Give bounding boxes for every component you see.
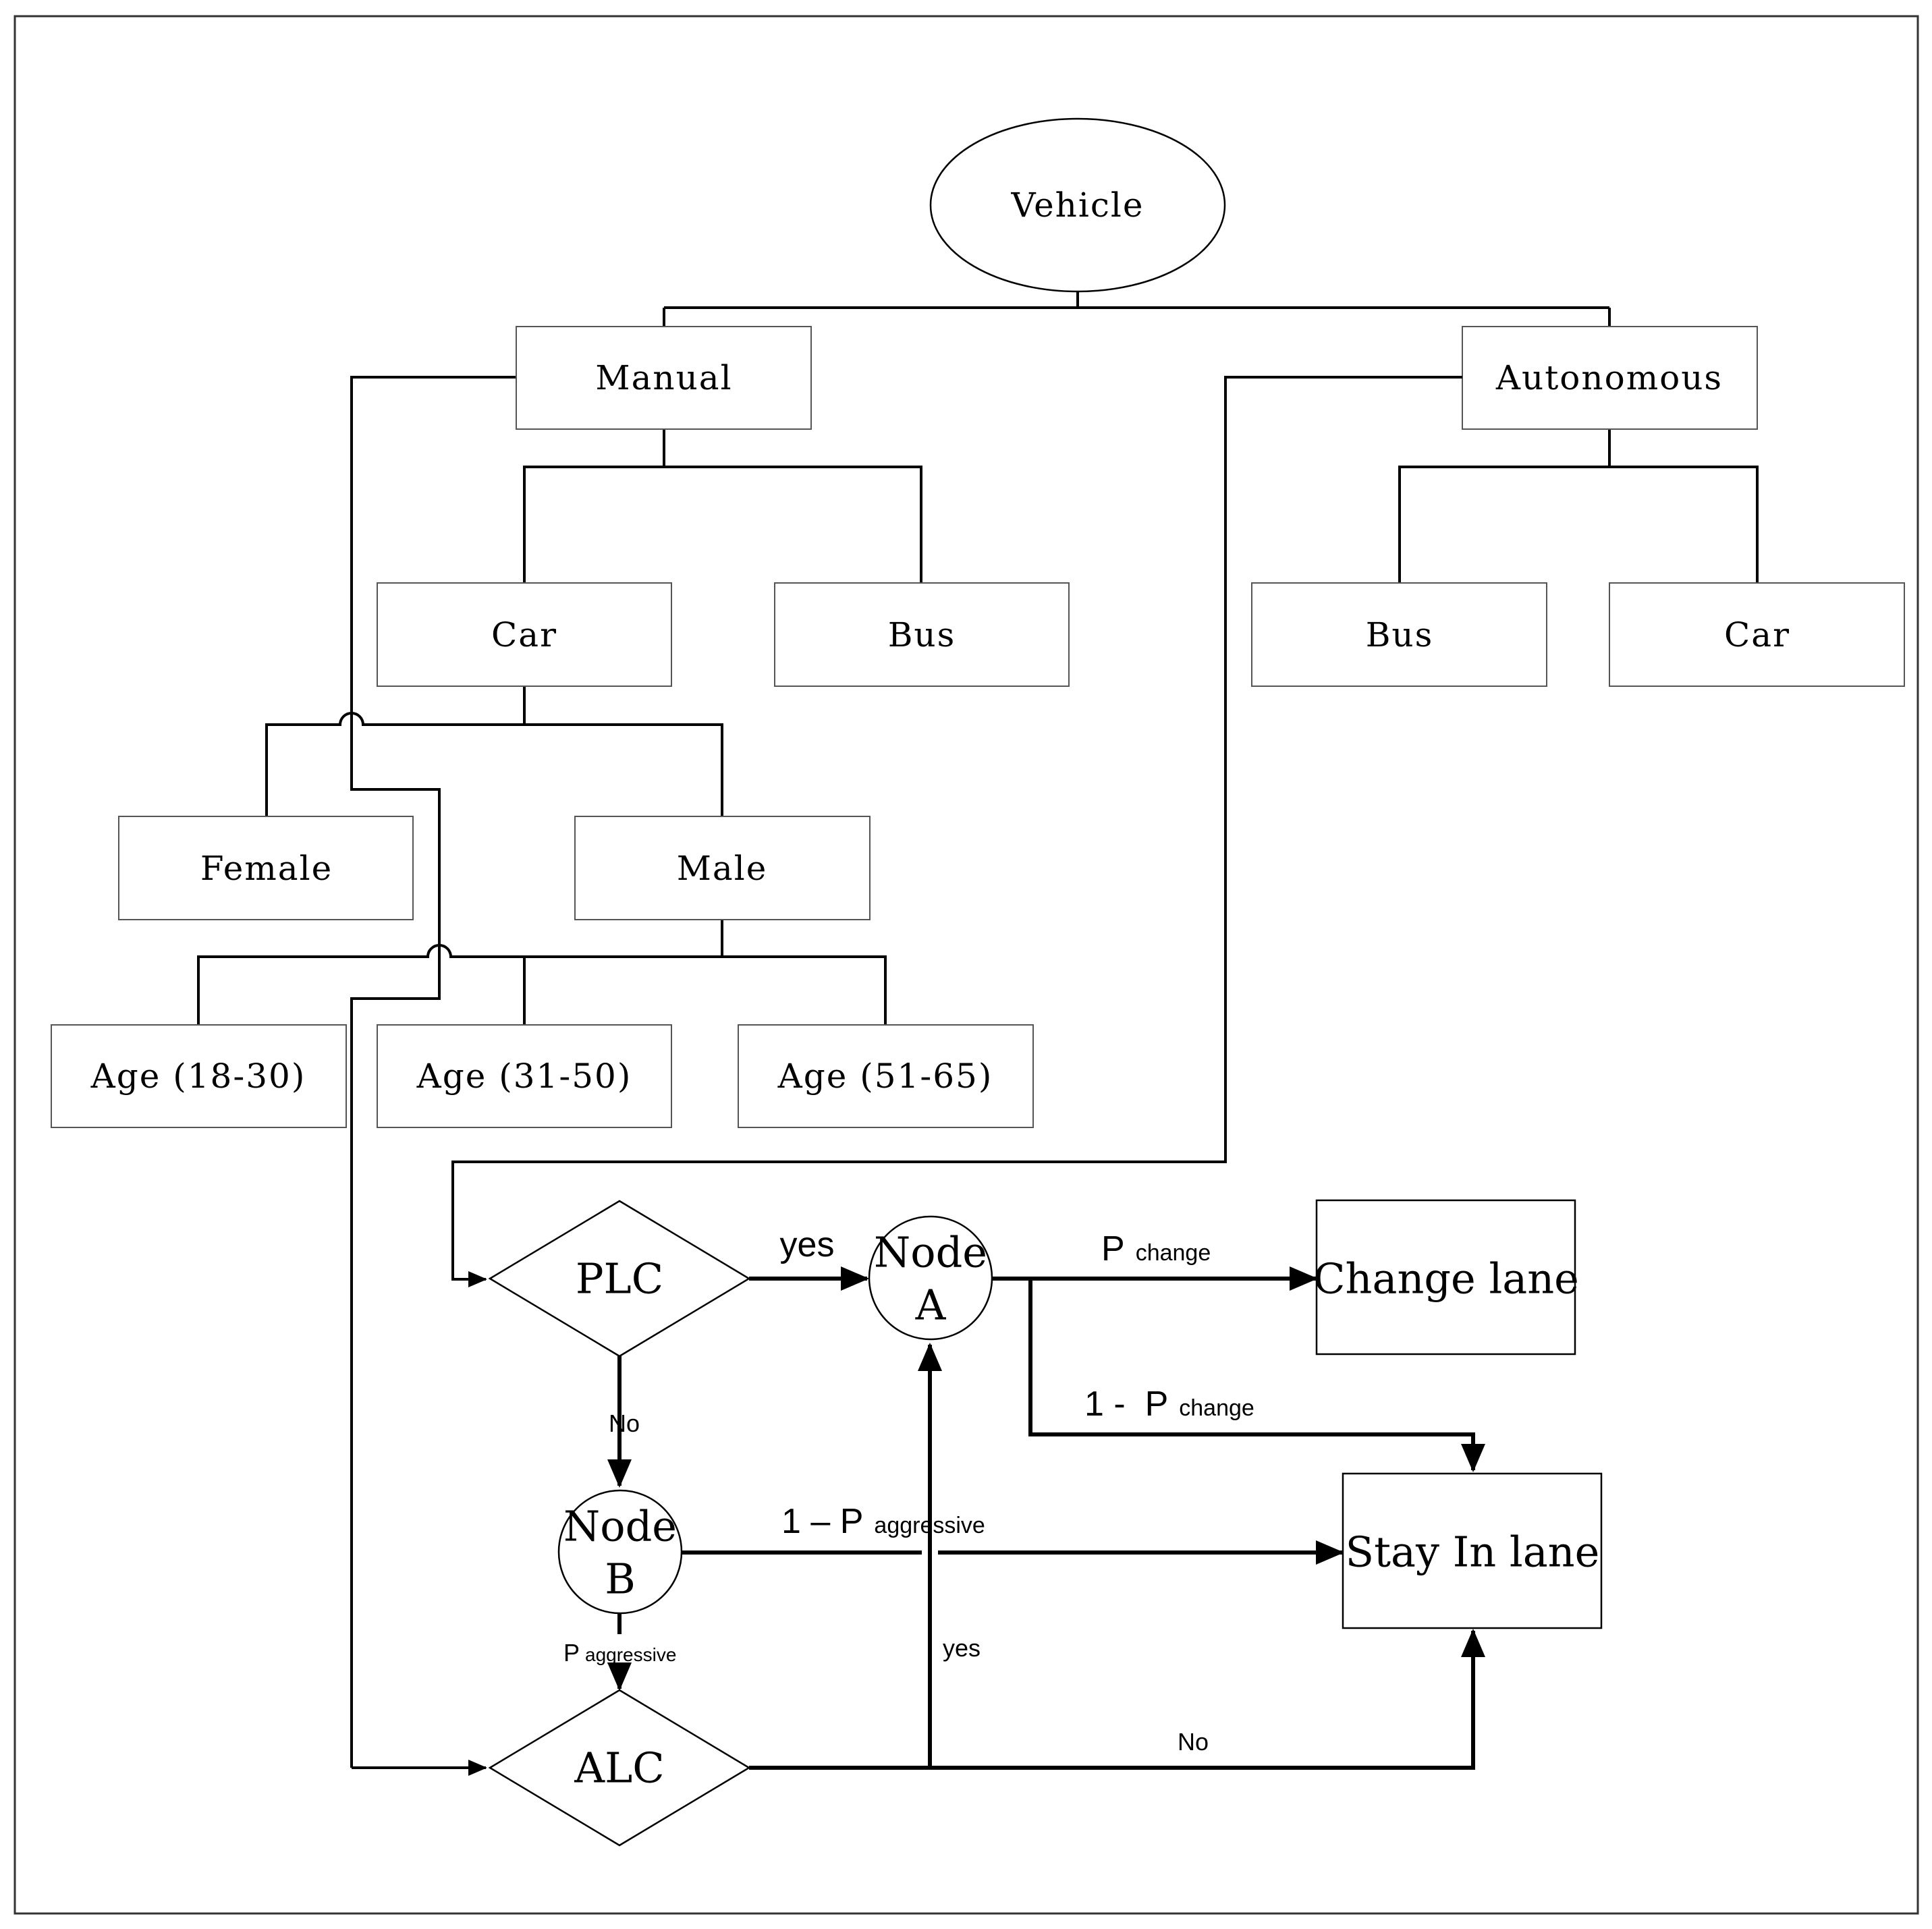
stay-in-lane-node: Stay In lane xyxy=(1342,1472,1603,1629)
outer-frame xyxy=(13,15,1919,1915)
age-31-50-label: Age (31-50) xyxy=(416,1057,632,1096)
plc-decision: PLC xyxy=(488,1200,751,1358)
one-minus-p-aggressive-symbol: 1 – P xyxy=(781,1502,863,1541)
vehicle-node: Vehicle xyxy=(929,117,1226,293)
autonomous-car-label: Car xyxy=(1724,615,1790,654)
manual-bus-label: Bus xyxy=(888,615,956,654)
one-minus-p-aggressive-sub: aggressive xyxy=(874,1513,985,1538)
plc-yes-label: yes xyxy=(780,1225,835,1264)
male-node: Male xyxy=(574,816,871,920)
node-b-line1: Node xyxy=(563,1502,677,1551)
plc-label: PLC xyxy=(576,1254,663,1304)
one-minus-p-aggressive-label: 1 – P aggressive xyxy=(781,1502,985,1541)
age-51-65-label: Age (51-65) xyxy=(777,1057,993,1096)
age-51-65-node: Age (51-65) xyxy=(738,1024,1034,1128)
age-18-30-label: Age (18-30) xyxy=(90,1057,306,1096)
tree-connectors xyxy=(197,291,1759,1768)
alc-label: ALC xyxy=(574,1743,664,1793)
p-aggressive-symbol: P xyxy=(563,1639,580,1667)
vehicle-label: Vehicle xyxy=(1011,186,1144,225)
flow-connectors xyxy=(352,376,1485,1776)
node-a: Node A xyxy=(868,1215,993,1341)
stay-in-lane-label: Stay In lane xyxy=(1346,1528,1600,1577)
manual-car-label: Car xyxy=(491,615,557,654)
p-aggressive-sub: aggressive xyxy=(585,1644,676,1665)
manual-car-node: Car xyxy=(377,582,672,687)
node-b-line2: B xyxy=(605,1555,636,1604)
change-lane-label: Change lane xyxy=(1313,1254,1579,1304)
manual-label: Manual xyxy=(595,358,732,397)
autonomous-node: Autonomous xyxy=(1462,326,1758,430)
change-lane-node: Change lane xyxy=(1313,1199,1579,1355)
plc-no-label: No xyxy=(609,1409,640,1437)
autonomous-label: Autonomous xyxy=(1495,358,1723,397)
autonomous-bus-label: Bus xyxy=(1366,615,1434,654)
alc-no-label: No xyxy=(1178,1728,1209,1756)
p-change-symbol: P xyxy=(1101,1229,1125,1268)
one-minus-p-change-symbol: 1 - P xyxy=(1084,1385,1168,1424)
age-18-30-node: Age (18-30) xyxy=(51,1024,347,1128)
p-change-sub: change xyxy=(1136,1240,1211,1266)
female-node: Female xyxy=(118,816,414,920)
alc-decision: ALC xyxy=(488,1689,751,1847)
manual-node: Manual xyxy=(516,326,812,430)
autonomous-car-node: Car xyxy=(1609,582,1905,687)
male-label: Male xyxy=(677,849,768,888)
manual-bus-node: Bus xyxy=(774,582,1070,687)
node-b: Node B xyxy=(557,1489,683,1615)
one-minus-p-change-sub: change xyxy=(1179,1395,1254,1421)
node-a-line2: A xyxy=(915,1281,947,1330)
alc-yes-label: yes xyxy=(943,1634,981,1662)
one-minus-p-change-label: 1 - P change xyxy=(1084,1385,1254,1424)
node-a-line1: Node xyxy=(874,1228,987,1277)
autonomous-bus-node: Bus xyxy=(1251,582,1547,687)
age-31-50-node: Age (31-50) xyxy=(377,1024,672,1128)
female-label: Female xyxy=(200,849,333,888)
